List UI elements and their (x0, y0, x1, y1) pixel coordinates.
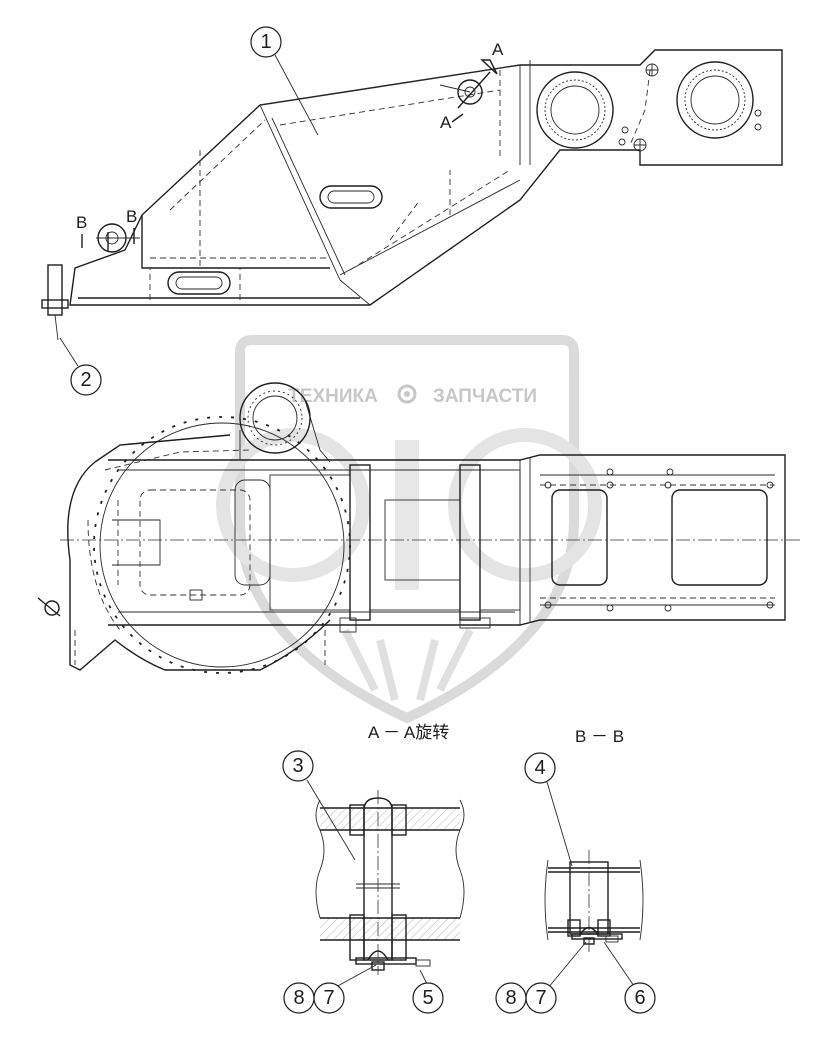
balloon-1-label: 1 (260, 31, 271, 53)
balloon-8-aa: 8 (283, 982, 315, 1014)
section-mark-a-side: A (440, 113, 452, 132)
pin-a (457, 79, 483, 105)
balloon-3-label: 3 (292, 755, 303, 777)
balloon-2: 2 (59, 337, 102, 396)
section-mark-a-top: A (492, 40, 504, 59)
upper-slot (319, 185, 383, 209)
watermark-left-word: ТЕХНИКА (288, 386, 378, 407)
watermark: ТЕХНИКА ЗАПЧАСТИ (216, 335, 602, 724)
right-bore (676, 61, 754, 139)
watermark-wheat (341, 628, 474, 701)
watermark-letter-f (448, 428, 602, 582)
gear-icon (397, 384, 417, 404)
lower-slot (167, 271, 231, 295)
balloon-6-label: 6 (634, 987, 645, 1009)
balloon-2-label: 2 (80, 369, 91, 391)
section-aa (315, 790, 465, 975)
balloon-8-aa-label: 8 (293, 987, 304, 1009)
section-bb (544, 850, 644, 955)
section-title-bb: B － B (575, 727, 624, 746)
section-title-aa: A － A旋转 (368, 723, 449, 742)
balloon-5-label: 5 (422, 987, 433, 1009)
watermark-shield (235, 335, 579, 724)
balloon-8-bb-label: 8 (505, 987, 516, 1009)
plan-view (37, 382, 800, 674)
balloon-4: 4 (524, 752, 573, 867)
balloon-7-bb-label: 7 (535, 987, 546, 1009)
side-view: A A B B (41, 40, 783, 341)
balloon-7-aa-label: 7 (323, 987, 334, 1009)
balloon-4-label: 4 (534, 757, 545, 779)
end-pin (44, 600, 60, 616)
balloon-7-aa: 7 (313, 964, 377, 1014)
balloon-3: 3 (282, 750, 356, 861)
left-bore (536, 71, 614, 149)
balloon-5: 5 (412, 969, 444, 1014)
watermark-right-word: ЗАПЧАСТИ (433, 386, 537, 407)
watermark-letter-e (216, 428, 370, 582)
section-mark-b-right: B (126, 207, 137, 226)
balloon-8-bb: 8 (495, 982, 527, 1014)
watermark-bar (395, 440, 419, 590)
balloon-1: 1 (250, 26, 319, 136)
section-mark-b-left: B (76, 213, 87, 232)
slew-bolt-circle (93, 416, 351, 674)
balloon-7-bb: 7 (525, 941, 587, 1014)
balloon-6: 6 (603, 941, 656, 1014)
